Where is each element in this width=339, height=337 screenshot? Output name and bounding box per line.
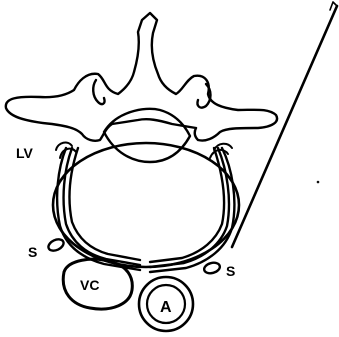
label-lumbar-veins: LV	[16, 145, 34, 161]
spinal-canal	[104, 109, 190, 162]
lumbar-vein-left	[56, 143, 76, 158]
sympathetic-trunk-left	[47, 237, 66, 253]
vertebral-arch	[6, 13, 277, 141]
label-sympathetic-right: S	[226, 263, 235, 279]
speck	[317, 181, 319, 183]
needle	[232, 6, 337, 247]
right-wrap-layer-3	[150, 148, 224, 262]
label-aorta: A	[160, 299, 172, 316]
label-vena-cava: VC	[80, 277, 99, 293]
label-sympathetic-left: S	[28, 244, 37, 260]
left-articular-notch	[93, 80, 104, 104]
sympathetic-trunk-right	[203, 261, 221, 275]
left-wrap-layer-3	[70, 148, 140, 260]
